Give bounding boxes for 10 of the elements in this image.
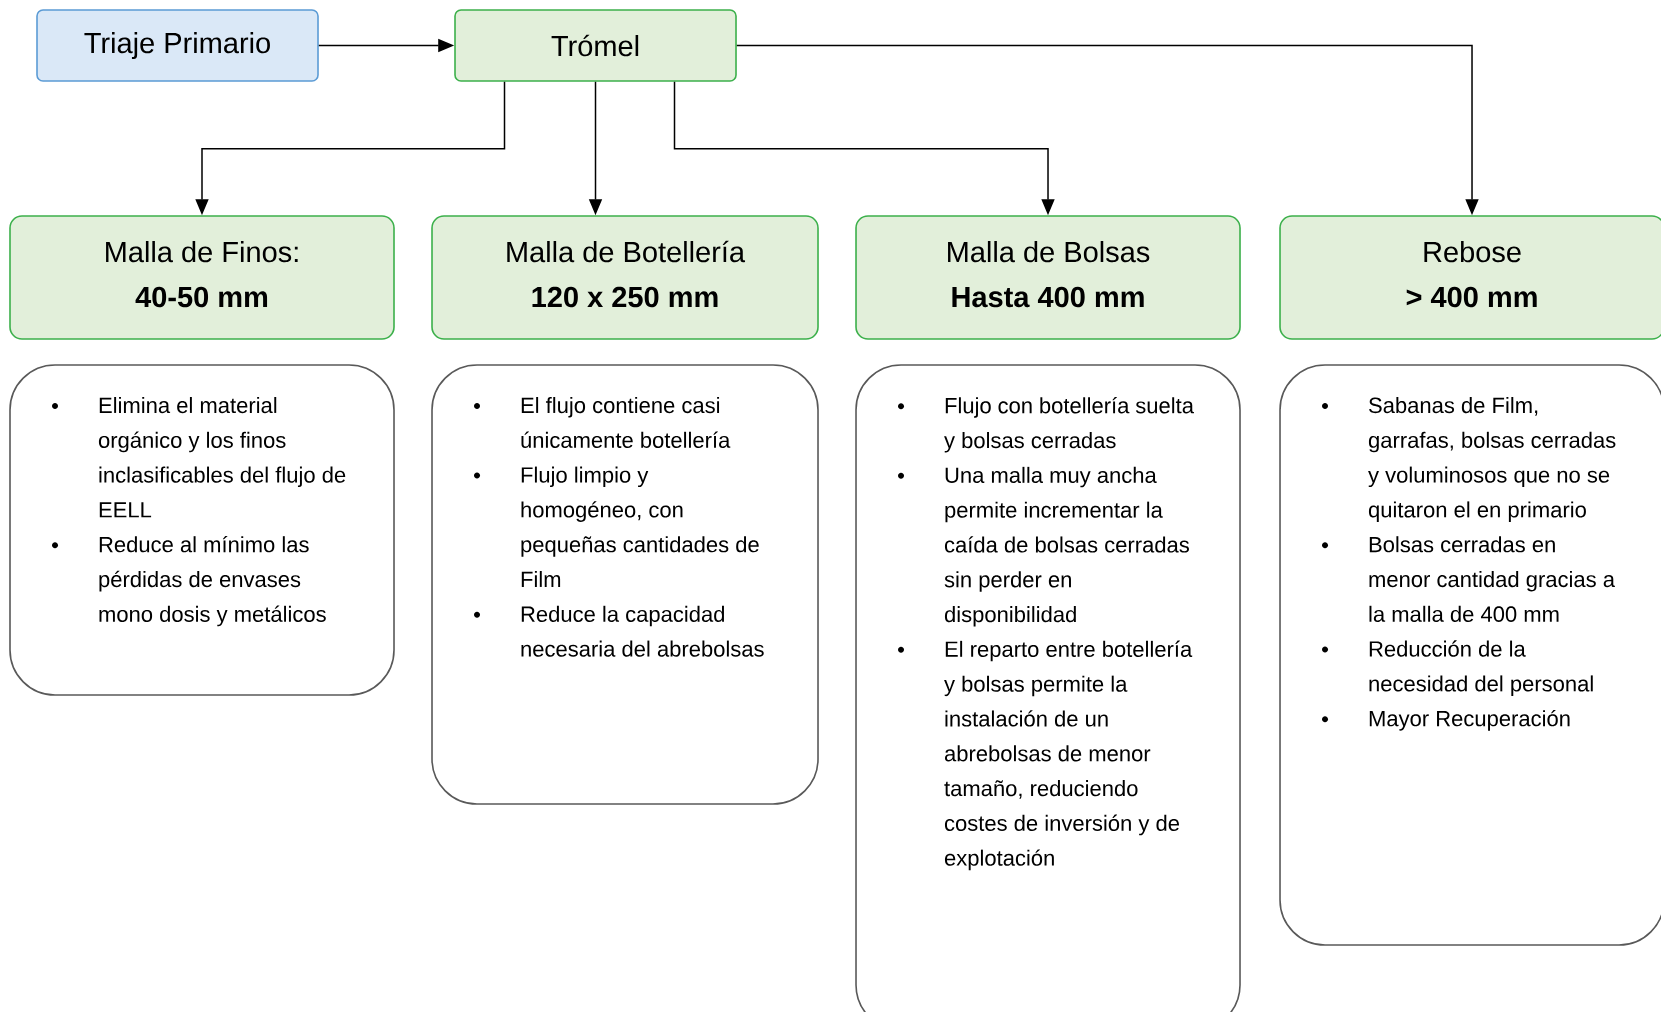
process-box: Trómel <box>454 9 737 82</box>
process-box: Triaje Primario <box>36 9 319 82</box>
header-box: Rebose > 400 mm <box>1279 215 1661 340</box>
text-box: Sabanas de Film, garrafas, bolsas cerradas y voluminosos que no se quitaron el en primario Bolsas cerradas en menor cantidad gracias a la malla de 400 mm Reducción de la necesidad del personal Mayor Recuperación <box>1279 364 1661 946</box>
text-box: Elimina el material orgánico y los finos inclasificables del flujo de EELL Reduce al mínimo las pérdidas de envases mono dosis y metálicos <box>9 364 395 696</box>
header-box: Malla de Finos: 40-50 mm <box>9 215 395 340</box>
text-box: El flujo contiene casi únicamente botellería Flujo limpio y homogéneo, con pequeñas cantidades de Film Reduce la capacidad necesaria del abrebolsas <box>431 364 819 805</box>
header-box: Malla de Botellería 120 x 250 mm <box>431 215 819 340</box>
header-box: Malla de Bolsas Hasta 400 mm <box>855 215 1241 340</box>
text-box: Flujo con botellería suelta y bolsas cerradas Una malla muy ancha permite incrementar la caída de bolsas cerradas sin perder en disponibilidad El reparto entre botellería y bolsas permite la instalación de un abrebolsas de menor tamaño, reduciendo costes de inversión y de explotación <box>855 364 1241 1012</box>
